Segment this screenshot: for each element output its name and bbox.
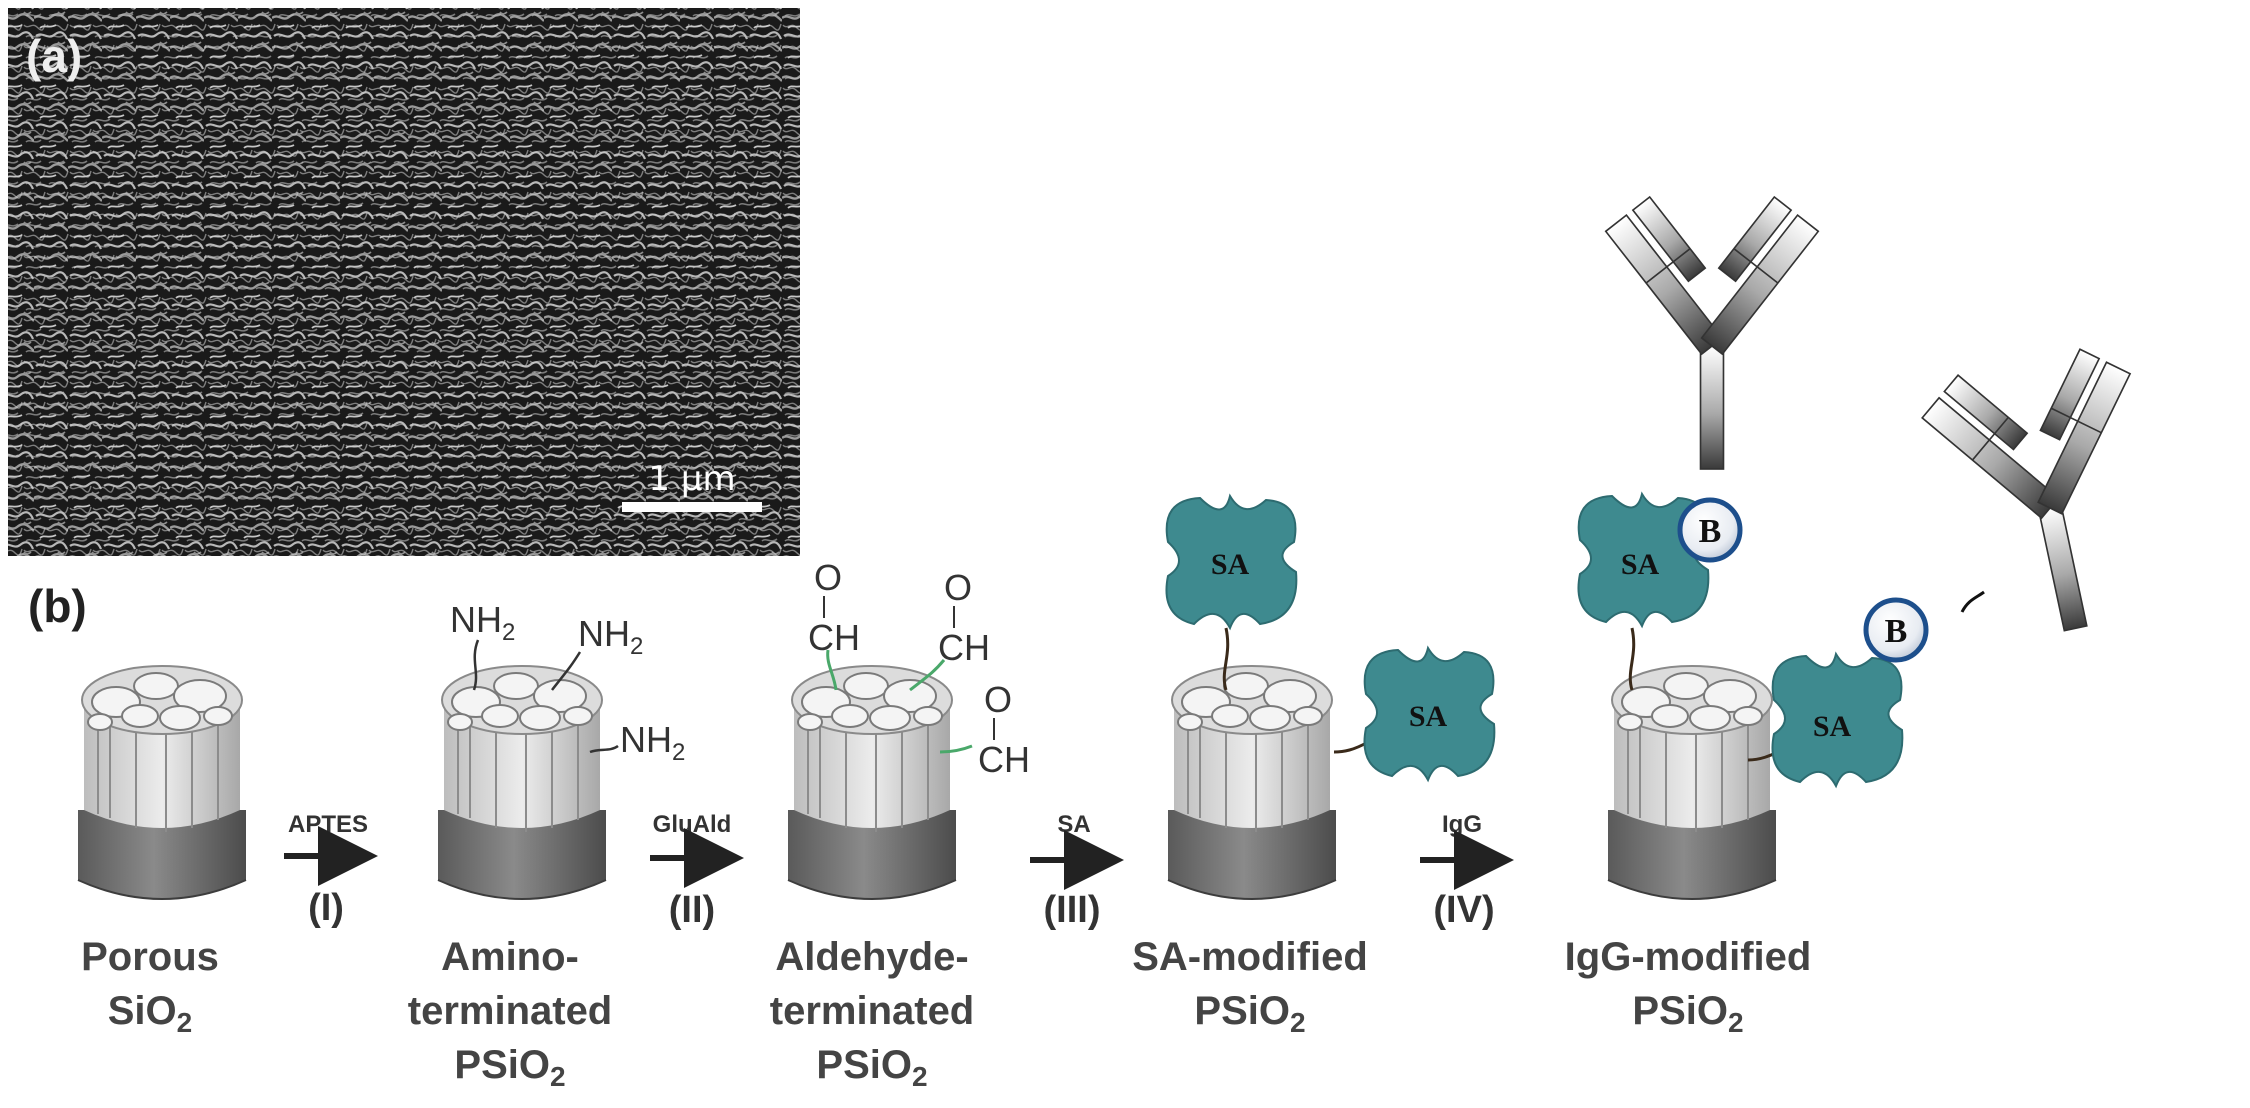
svg-text:Aldehyde-: Aldehyde- <box>775 935 968 979</box>
svg-text:terminated: terminated <box>408 989 613 1033</box>
svg-text:O: O <box>814 557 842 598</box>
sa-modified-pillar <box>1167 665 1337 900</box>
svg-text:Porous: Porous <box>81 935 219 979</box>
svg-text:SiO2: SiO2 <box>108 989 192 1038</box>
svg-text:SA: SA <box>1211 548 1250 581</box>
panel-a-label: (a) <box>26 30 82 82</box>
svg-text:O: O <box>984 679 1012 720</box>
streptavidin-3: SA <box>1577 493 1710 627</box>
svg-text:CH: CH <box>978 739 1030 780</box>
aldehyde-linkers <box>826 649 973 754</box>
porous-silica-pillar <box>77 665 247 900</box>
svg-text:IgG-modified: IgG-modified <box>1565 935 1812 979</box>
streptavidin-4: SA <box>1771 653 1904 787</box>
scale-label: 1 μm <box>648 459 735 499</box>
svg-text:(IV): (IV) <box>1433 889 1494 931</box>
svg-text:IgG: IgG <box>1442 811 1482 838</box>
sa-linker-1 <box>1222 627 1230 691</box>
biotin-1: B <box>1677 497 1743 563</box>
svg-text:(III): (III) <box>1044 889 1101 931</box>
svg-text:PSiO2: PSiO2 <box>816 1043 927 1092</box>
scale-bar <box>622 502 762 512</box>
svg-text:PSiO2: PSiO2 <box>1632 989 1743 1038</box>
svg-text:SA: SA <box>1057 811 1090 838</box>
streptavidin-1: SA <box>1165 495 1298 629</box>
biotin-2: B <box>1863 597 1929 663</box>
step-3-arrow: SA (III) <box>1030 811 1124 931</box>
svg-text:SA: SA <box>1621 548 1660 581</box>
antibody-2 <box>1914 339 2181 652</box>
amine-label-1: NH2 <box>450 599 515 646</box>
stage-caption-5: IgG-modified PSiO2 <box>1565 935 1812 1038</box>
svg-text:GluAld: GluAld <box>653 811 732 838</box>
svg-text:SA: SA <box>1409 700 1448 733</box>
amine-label-3: NH2 <box>620 719 685 766</box>
aldehyde-terminated-pillar <box>787 665 957 900</box>
aldehyde-groups: O CH O CH O CH <box>808 557 1030 780</box>
svg-text:terminated: terminated <box>770 989 975 1033</box>
panel-b-label: (b) <box>28 580 87 632</box>
step-1-arrow: APTES (I) <box>284 811 378 929</box>
svg-text:SA-modified: SA-modified <box>1132 935 1368 979</box>
svg-text:(I): (I) <box>308 887 344 929</box>
streptavidin-2: SA <box>1363 647 1496 781</box>
svg-text:O: O <box>944 567 972 608</box>
antibody-1 <box>1604 196 1820 470</box>
amine-label-2: NH2 <box>578 613 643 660</box>
step-2-arrow: GluAld (II) <box>650 811 744 931</box>
sem-image: 1 μm (a) <box>8 8 800 556</box>
step-4-arrow: IgG (IV) <box>1420 811 1514 931</box>
stage-caption-3: Aldehyde- terminated PSiO2 <box>770 935 975 1092</box>
svg-text:B: B <box>1885 613 1908 650</box>
svg-text:CH: CH <box>808 617 860 658</box>
svg-text:SA: SA <box>1813 710 1852 743</box>
amino-terminated-pillar <box>437 665 607 900</box>
stage-caption-1: Porous SiO2 <box>81 935 219 1038</box>
svg-text:CH: CH <box>938 627 990 668</box>
stage-caption-4: SA-modified PSiO2 <box>1132 935 1368 1038</box>
svg-text:PSiO2: PSiO2 <box>1194 989 1305 1038</box>
amine-linkers <box>472 639 619 754</box>
svg-text:APTES: APTES <box>288 811 368 838</box>
svg-text:B: B <box>1699 513 1722 550</box>
svg-text:Amino-: Amino- <box>441 935 579 979</box>
svg-text:(II): (II) <box>669 889 715 931</box>
igg-linker-1 <box>1628 627 1636 691</box>
sa-linker-2 <box>1333 740 1369 754</box>
igg-modified-pillar <box>1607 665 1777 900</box>
stage-caption-2: Amino- terminated PSiO2 <box>408 935 613 1092</box>
svg-text:PSiO2: PSiO2 <box>454 1043 565 1092</box>
